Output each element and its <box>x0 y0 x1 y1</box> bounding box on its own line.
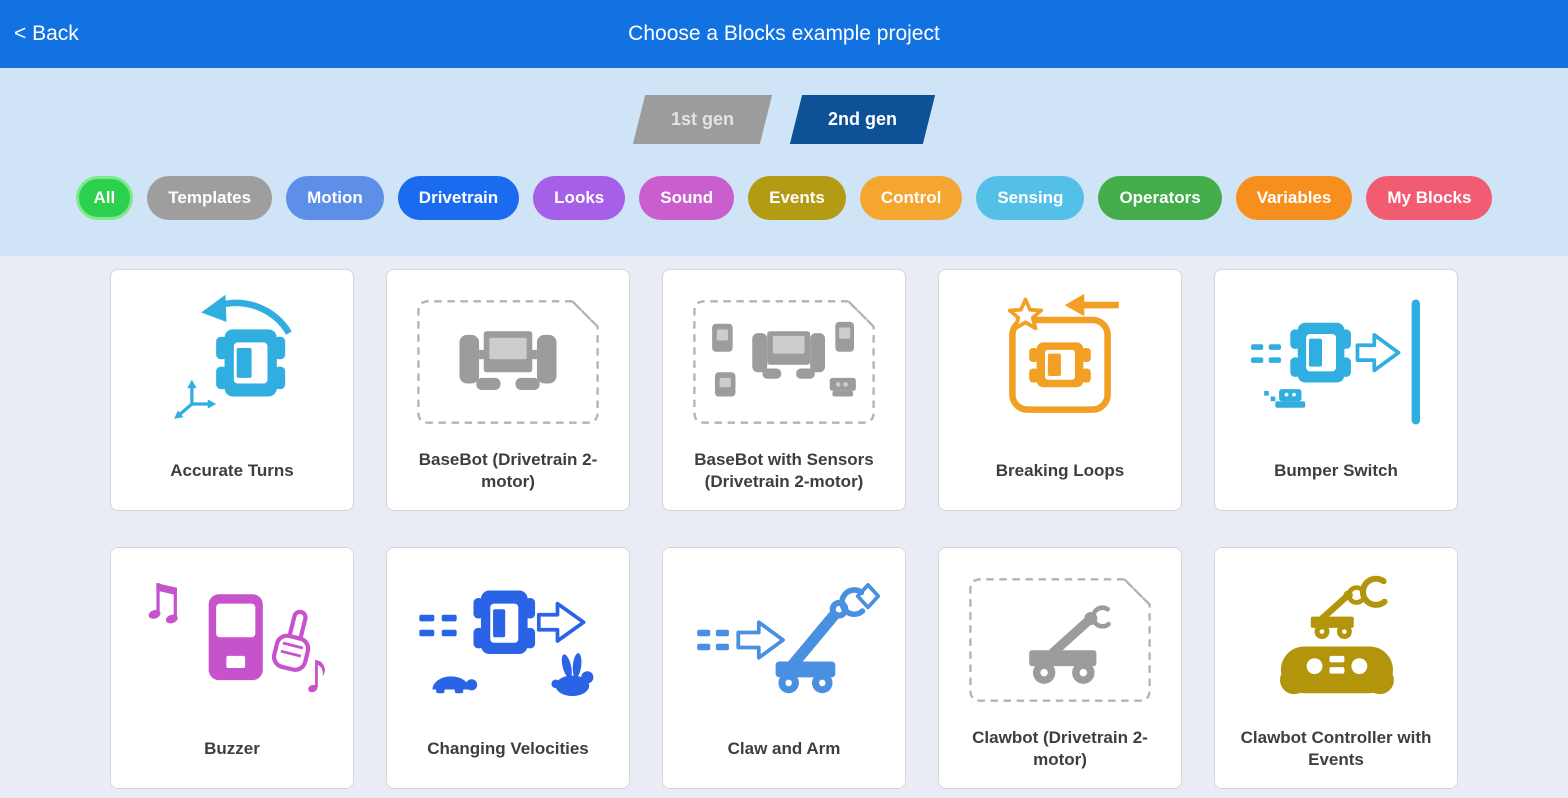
filter-looks[interactable]: Looks <box>533 176 626 220</box>
project-title: Changing Velocities <box>427 738 589 758</box>
project-title: Claw and Arm <box>727 738 841 758</box>
tab-2nd-gen-label: 2nd gen <box>828 109 898 129</box>
category-filters: All Templates Motion Drivetrain Looks So… <box>0 176 1568 220</box>
project-card[interactable]: Breaking Loops <box>938 269 1182 511</box>
project-title: Breaking Loops <box>995 460 1125 480</box>
project-title: BaseBot (Drivetrain 2-motor) <box>418 449 598 491</box>
back-button[interactable]: < Back <box>14 22 79 45</box>
clawbot-controller-icon <box>1215 548 1457 722</box>
clawbot-icon <box>939 548 1181 722</box>
project-card[interactable]: Accurate Turns <box>110 269 354 511</box>
filter-sensing[interactable]: Sensing <box>976 176 1085 220</box>
tab-1st-gen-label: 1st gen <box>670 109 734 129</box>
project-title: Clawbot Controller with Events <box>1240 727 1432 769</box>
filter-panel: 1st gen 2nd gen All Templates Motion Dri… <box>0 68 1568 256</box>
accurate-turns-icon <box>111 270 353 444</box>
filter-templates[interactable]: Templates <box>147 176 273 220</box>
project-card[interactable]: Buzzer <box>110 547 354 789</box>
project-grid: Accurate Turns BaseBot (Drivetrain 2-mot… <box>0 256 1568 798</box>
filter-events[interactable]: Events <box>748 176 846 220</box>
project-title: Clawbot (Drivetrain 2-motor) <box>972 727 1148 769</box>
filter-operators[interactable]: Operators <box>1098 176 1222 220</box>
filter-my-blocks[interactable]: My Blocks <box>1366 176 1493 220</box>
project-title: Buzzer <box>204 738 260 758</box>
filter-drivetrain[interactable]: Drivetrain <box>397 176 520 220</box>
project-title: Accurate Turns <box>170 460 294 480</box>
project-card[interactable]: Clawbot Controller with Events <box>1214 547 1458 789</box>
project-card[interactable]: BaseBot with Sensors (Drivetrain 2-motor… <box>662 269 906 511</box>
breaking-loops-icon <box>939 270 1181 444</box>
project-title: Bumper Switch <box>1274 460 1398 480</box>
filter-sound[interactable]: Sound <box>639 176 735 220</box>
tab-2nd-gen[interactable]: 2nd gen <box>789 95 936 144</box>
changing-velocities-icon <box>387 548 629 722</box>
project-card[interactable]: Claw and Arm <box>662 547 906 789</box>
claw-and-arm-icon <box>663 548 905 722</box>
buzzer-icon <box>111 548 353 722</box>
bumper-switch-icon <box>1215 270 1457 444</box>
tab-1st-gen[interactable]: 1st gen <box>632 95 773 144</box>
filter-variables[interactable]: Variables <box>1235 176 1353 220</box>
filter-all[interactable]: All <box>75 176 134 220</box>
project-card[interactable]: Clawbot (Drivetrain 2-motor) <box>938 547 1182 789</box>
project-card[interactable]: BaseBot (Drivetrain 2-motor) <box>386 269 630 511</box>
generation-tabs: 1st gen 2nd gen <box>0 68 1568 144</box>
project-card[interactable]: Bumper Switch <box>1214 269 1458 511</box>
project-card[interactable]: Changing Velocities <box>386 547 630 789</box>
filter-control[interactable]: Control <box>859 176 963 220</box>
page-title: Choose a Blocks example project <box>628 22 940 45</box>
header: < Back Choose a Blocks example project <box>0 0 1568 68</box>
basebot-icon <box>387 270 629 444</box>
filter-motion[interactable]: Motion <box>286 176 384 220</box>
project-title: BaseBot with Sensors (Drivetrain 2-motor… <box>694 449 874 491</box>
basebot-with-sensors-icon <box>663 270 905 444</box>
